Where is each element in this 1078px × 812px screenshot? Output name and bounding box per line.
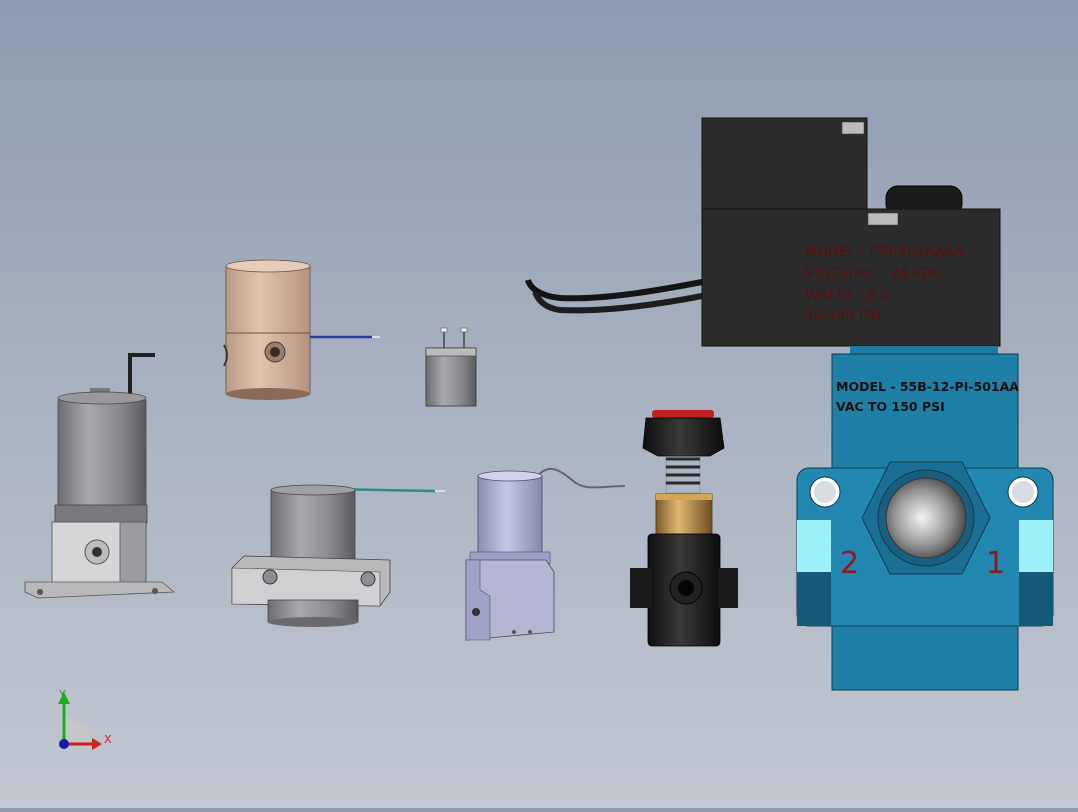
large-solenoid-valve[interactable]	[525, 117, 1054, 691]
triad-y-label: Y	[59, 688, 66, 701]
triad-x-label: X	[104, 733, 112, 746]
solenoid-valve-lavender[interactable]	[465, 467, 626, 641]
body-label-line-2: VAC TO 150 PSI	[836, 399, 945, 414]
coil-label-line-4: 30-150 PSI	[805, 308, 881, 324]
solenoid-coil-mount-block[interactable]	[231, 484, 445, 627]
solenoid-valve-gray-bracket[interactable]	[24, 353, 176, 599]
port-label-2: 2	[840, 546, 860, 581]
coil-label-line-2: VOLTS/Hz. - 24 VDC	[805, 265, 943, 281]
port-label-1: 1	[986, 546, 1006, 581]
coil-housing	[701, 117, 1001, 347]
coordinate-triad	[58, 692, 102, 750]
body-label-line-1: MODEL - 55B-12-PI-501AA	[836, 379, 1019, 394]
bronze-sleeve-coil[interactable]	[223, 259, 380, 400]
coil-label-line-3: WATTS - 6.0	[805, 287, 889, 303]
small-connector[interactable]	[425, 327, 477, 407]
valve-body	[796, 346, 1054, 691]
pressure-regulator[interactable]	[630, 410, 738, 647]
coil-label-line-1: MODEL - PID-501AAAA	[805, 244, 965, 260]
